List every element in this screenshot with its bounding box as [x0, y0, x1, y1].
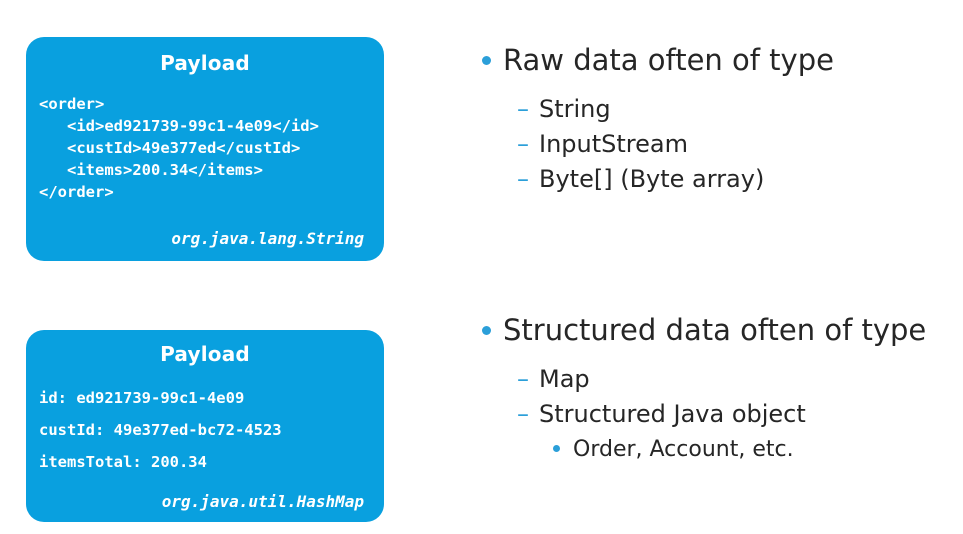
bullet-dot-icon	[482, 326, 491, 335]
sub-bullet-label: Byte[] (Byte array)	[539, 165, 765, 193]
payload-box-title: Payload	[160, 342, 250, 366]
sub-bullet-label: Structured Java object	[539, 400, 806, 428]
payload-type-label: org.java.util.HashMap	[161, 492, 364, 511]
bullet-section-raw-data: Raw data often of type – String – InputS…	[472, 42, 834, 197]
bullet-heading-row: Raw data often of type	[472, 42, 834, 78]
sub-bullet-label: Map	[539, 365, 590, 393]
bullet-dot-icon	[553, 445, 560, 452]
payload-box-string: Payload <order> <id>ed921739-99c1-4e09</…	[26, 37, 384, 261]
dash-bullet-icon: –	[517, 130, 529, 158]
bullet-heading: Structured data often of type	[503, 313, 927, 347]
sub-bullet-label: String	[539, 95, 611, 123]
dash-bullet-icon: –	[517, 165, 529, 193]
bullet-heading-row: Structured data often of type	[472, 312, 926, 348]
payload-box-hashmap: Payload id: ed921739-99c1-4e09 custId: 4…	[26, 330, 384, 522]
code-line: </order>	[39, 183, 114, 201]
bullet-dot-icon	[482, 56, 491, 65]
bullet-section-structured-data: Structured data often of type – Map – St…	[472, 312, 926, 468]
payload-type-label: org.java.lang.String	[171, 229, 364, 248]
code-line: <order>	[39, 95, 105, 113]
code-line: <items>200.34</items>	[39, 161, 263, 179]
dash-bullet-icon: –	[517, 95, 529, 123]
sub-sub-bullet-row: Order, Account, etc.	[553, 432, 926, 468]
xml-code-block: <order> <id>ed921739-99c1-4e09</id> <cus…	[39, 93, 384, 203]
keyvalue-code-block: id: ed921739-99c1-4e09 custId: 49e377ed-…	[39, 382, 384, 478]
code-line: custId: 49e377ed-bc72-4523	[39, 421, 282, 439]
code-line: id: ed921739-99c1-4e09	[39, 389, 245, 407]
dash-bullet-icon: –	[517, 365, 529, 393]
payload-box-title: Payload	[160, 51, 250, 75]
code-line: <custId>49e377ed</custId>	[39, 139, 301, 157]
sub-sub-bullet-label: Order, Account, etc.	[573, 437, 794, 462]
dash-bullet-icon: –	[517, 400, 529, 428]
sub-bullet-row: – Map	[517, 362, 926, 397]
code-line: <id>ed921739-99c1-4e09</id>	[39, 117, 319, 135]
code-line: itemsTotal: 200.34	[39, 453, 207, 471]
sub-bullet-row: – Byte[] (Byte array)	[517, 162, 834, 197]
bullet-heading: Raw data often of type	[503, 43, 834, 77]
sub-bullet-row: – Structured Java object	[517, 397, 926, 432]
sub-bullet-row: – String	[517, 92, 834, 127]
sub-bullet-row: – InputStream	[517, 127, 834, 162]
sub-bullet-label: InputStream	[539, 130, 688, 158]
